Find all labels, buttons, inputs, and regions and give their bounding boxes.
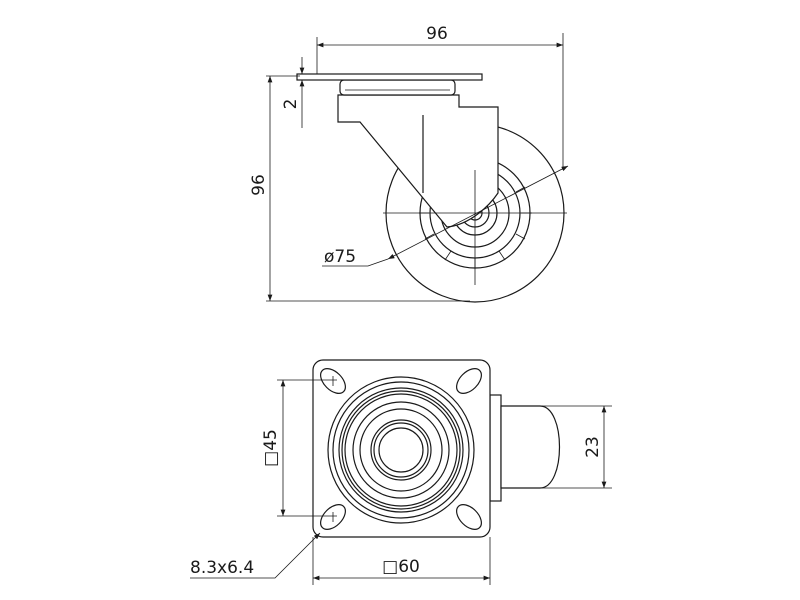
slot-leader — [190, 532, 321, 579]
plate-thickness-label: 2 — [281, 99, 301, 110]
bearing-rings — [327, 376, 475, 524]
slot-size-label: 8.3x6.4 — [190, 558, 254, 578]
plate-size-label: □60 — [382, 557, 420, 577]
mounting-slots — [320, 368, 482, 530]
hole-spacing-label: □45 — [261, 429, 281, 467]
swivel-bearing — [339, 79, 456, 96]
width-label: 96 — [426, 24, 448, 44]
wheel-width-label: 23 — [583, 436, 603, 458]
wheel-side-block — [489, 394, 502, 502]
diameter-dimension — [387, 165, 569, 260]
diameter-label: ø75 — [324, 247, 356, 267]
fork — [337, 94, 499, 228]
top-plate — [296, 73, 483, 81]
side-view: 96 96 2 ø75 — [249, 24, 569, 303]
top-view: □60 □45 23 □60 8.3x6.4 — [190, 359, 612, 585]
height-label: 96 — [249, 174, 269, 196]
wheel-side — [500, 405, 561, 489]
